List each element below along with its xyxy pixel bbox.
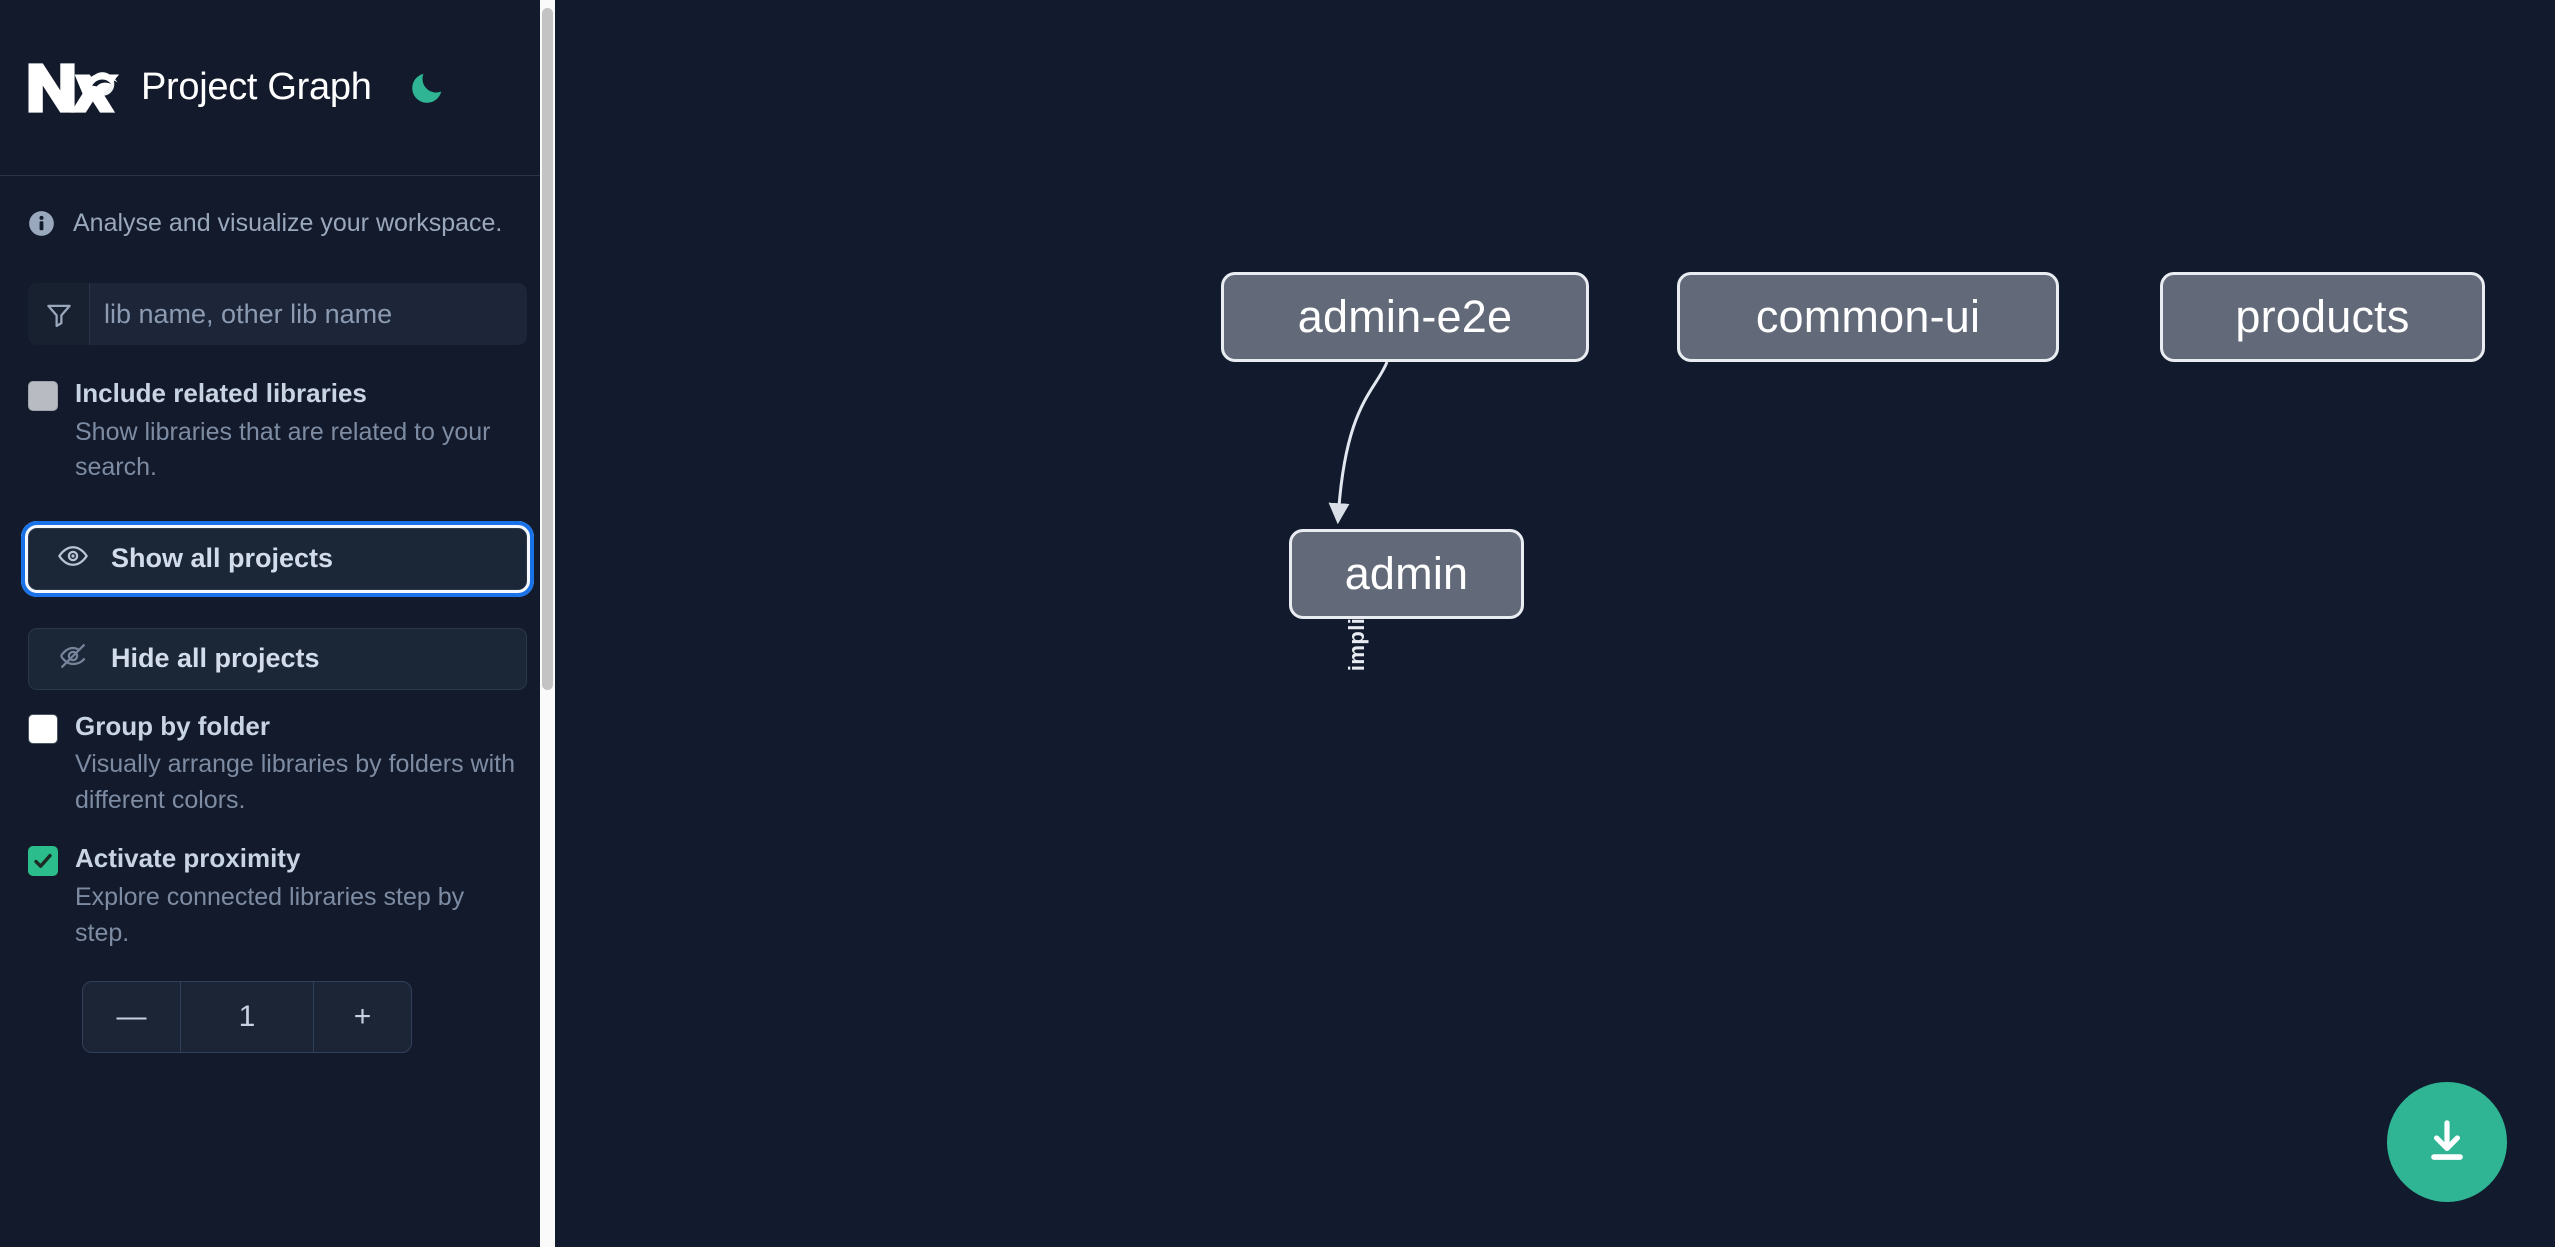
show-all-projects-button[interactable]: Show all projects <box>21 520 534 597</box>
eye-icon <box>57 540 89 577</box>
show-all-projects-label: Show all projects <box>111 543 334 574</box>
filter-funnel-icon <box>28 283 90 345</box>
group-by-folder-description: Visually arrange libraries by folders wi… <box>75 750 516 814</box>
include-related-libraries-checkbox[interactable] <box>28 381 58 411</box>
activate-proximity-description: Explore connected libraries step by step… <box>75 883 465 947</box>
sidebar-scrollbar[interactable] <box>540 0 555 1247</box>
download-graph-button[interactable] <box>2387 1082 2507 1202</box>
group-by-folder-label: Group by folder <box>75 710 270 741</box>
option-activate-proximity[interactable]: Activate proximity Explore connected lib… <box>0 840 555 951</box>
include-related-libraries-label: Include related libraries <box>75 378 367 408</box>
sidebar-scrollbar-thumb[interactable] <box>542 8 553 690</box>
graph-node-admin[interactable]: admin <box>1289 529 1524 619</box>
filter-search-box[interactable] <box>28 283 527 345</box>
option-group-by-folder[interactable]: Group by folder Visually arrange librari… <box>0 708 555 819</box>
hide-all-projects-button[interactable]: Hide all projects <box>28 627 527 690</box>
info-icon <box>28 210 55 237</box>
group-by-folder-checkbox[interactable] <box>28 713 58 744</box>
activate-proximity-label: Activate proximity <box>75 843 301 874</box>
nx-logo-icon <box>25 57 121 119</box>
graph-edges <box>1328 361 1389 525</box>
tagline: Analyse and visualize your workspace. <box>0 176 555 271</box>
activate-proximity-checkbox[interactable] <box>28 846 58 877</box>
option-include-related-libraries[interactable]: Include related libraries Show libraries… <box>0 375 555 486</box>
sidebar: Project Graph Analyse and visualize your… <box>0 0 555 1247</box>
tagline-text: Analyse and visualize your workspace. <box>73 209 503 237</box>
graph-node-products[interactable]: products <box>2160 272 2485 362</box>
stepper-increment-button[interactable]: + <box>313 982 411 1053</box>
search-input[interactable] <box>90 283 527 345</box>
stepper-decrement-button[interactable]: — <box>83 982 181 1053</box>
graph-node-admin-e2e[interactable]: admin-e2e <box>1221 272 1589 362</box>
proximity-stepper[interactable]: — 1 + <box>82 981 412 1054</box>
moon-icon[interactable] <box>406 67 448 109</box>
page-title: Project Graph <box>141 66 372 108</box>
sidebar-header: Project Graph <box>0 0 555 176</box>
graph-node-common-ui[interactable]: common-ui <box>1677 272 2059 362</box>
hide-all-projects-label: Hide all projects <box>111 643 320 674</box>
eye-slash-icon <box>57 640 89 677</box>
include-related-libraries-description: Show libraries that are related to your … <box>75 417 491 482</box>
stepper-value: 1 <box>238 1000 256 1034</box>
download-icon <box>2421 1115 2473 1170</box>
graph-canvas[interactable]: implicit implicit admin-e2e common-ui pr… <box>555 0 2555 1247</box>
